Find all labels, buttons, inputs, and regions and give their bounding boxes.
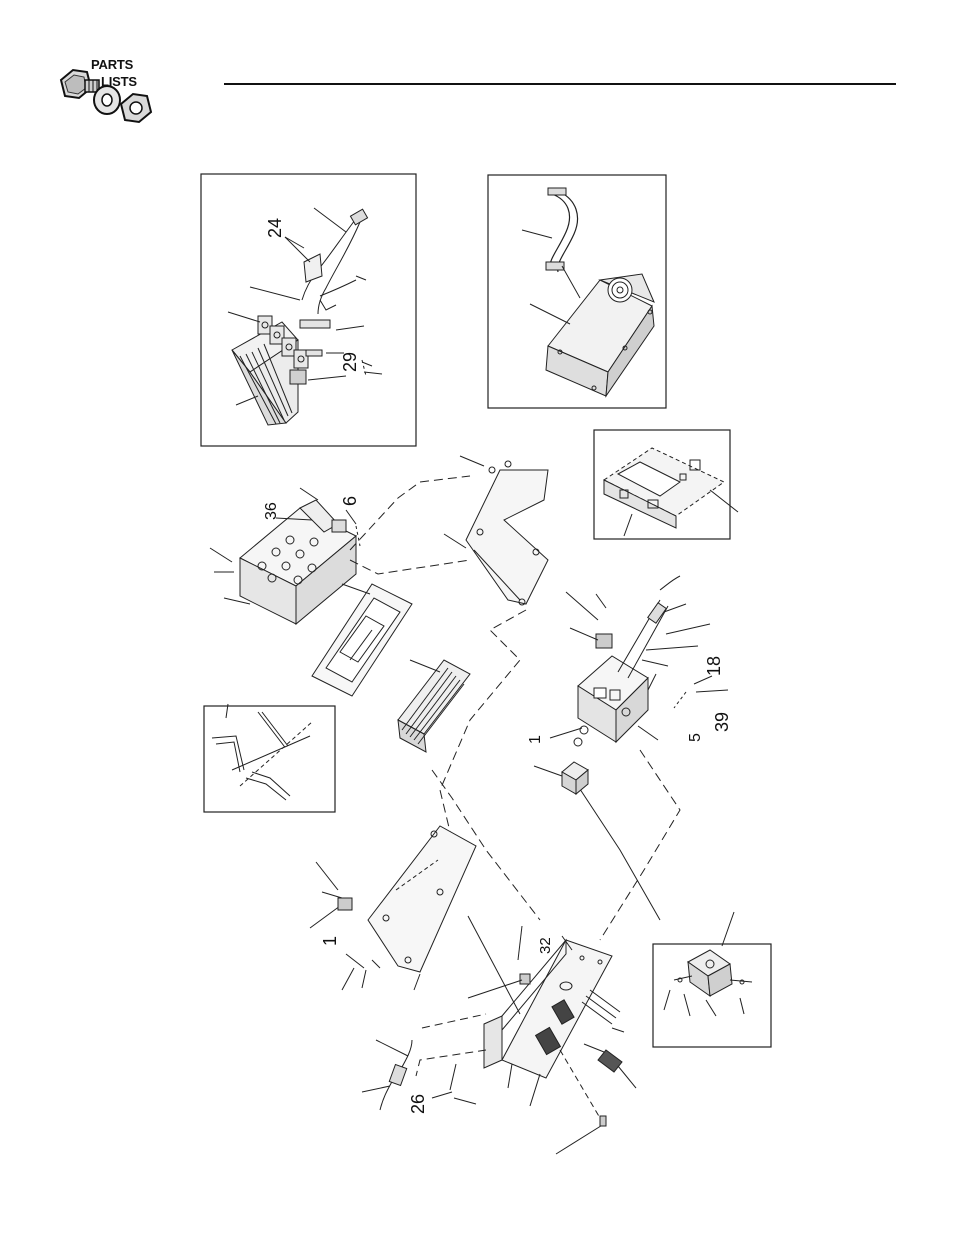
panel-plates-drawing — [604, 448, 724, 528]
control-unit-drawing — [546, 274, 654, 396]
bracket-rods-drawing — [212, 704, 312, 800]
callout-39: 39 — [712, 712, 732, 732]
callout-5: 5 — [687, 733, 704, 742]
inset-box-rectifier — [201, 174, 416, 446]
receptacle-box-drawing — [240, 500, 356, 624]
display-bezel-drawing — [312, 584, 412, 696]
mounting-bracket-drawing — [466, 461, 548, 605]
callout-26: 26 — [408, 1094, 428, 1114]
base-plate-drawing — [368, 826, 476, 972]
callout-29: 29 — [340, 352, 360, 372]
control-board-assembly-drawing — [578, 576, 680, 742]
relay-detail-drawing — [674, 912, 752, 996]
callout-18: 18 — [704, 656, 724, 676]
callout-1-lower: 1 — [320, 936, 340, 946]
enclosure-housing-drawing — [484, 940, 622, 1078]
callout-1-upper: 1 — [527, 735, 544, 744]
callout-6: 6 — [340, 496, 360, 506]
heatsink-large-drawing — [398, 660, 470, 752]
relay-block-drawing — [562, 762, 588, 794]
callout-36: 36 — [263, 502, 280, 520]
callout-32: 32 — [537, 937, 554, 954]
heatsink-small-drawing — [232, 322, 298, 425]
callout-24: 24 — [265, 218, 285, 238]
